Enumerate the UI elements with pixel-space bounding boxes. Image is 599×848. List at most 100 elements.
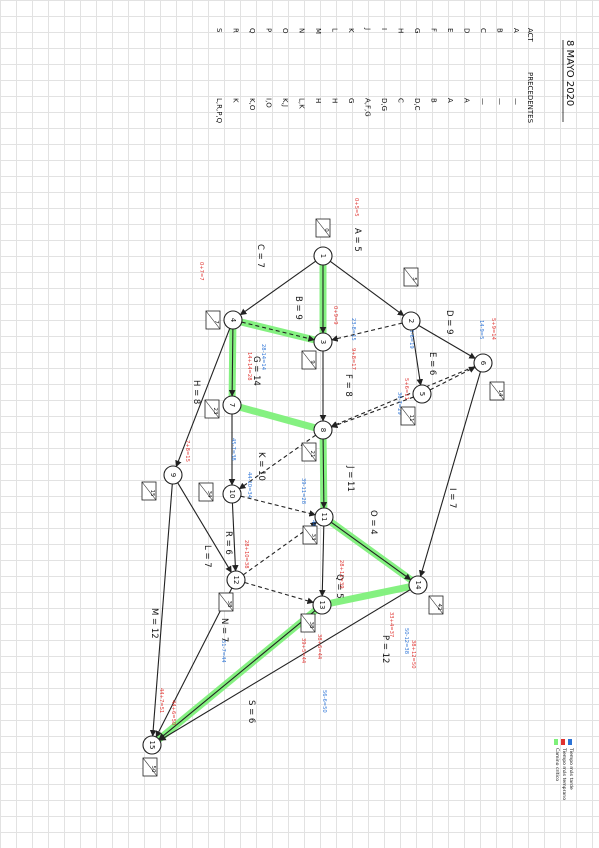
table-row-act: E [446, 28, 454, 32]
earliest-time-note: 5+9=14 [490, 318, 496, 341]
activity-arrow [158, 610, 316, 740]
node-time-value: 7 [213, 320, 219, 324]
node-time-value: 5 [411, 277, 417, 281]
table-row-pred: C [397, 98, 405, 103]
event-node: 39 [301, 332, 333, 370]
event-node: 47 [205, 310, 243, 330]
activity-label: P = 12 [380, 635, 390, 663]
table-row-act: C [479, 28, 487, 33]
table-header-act: ACT [526, 28, 534, 43]
earliest-time-note: 44+6=50 [170, 700, 176, 725]
earliest-time-note: 28+10=38 [243, 540, 249, 569]
activity-arrow [231, 502, 239, 572]
node-id: 15 [148, 741, 156, 750]
earliest-time-note: 38+6=44 [316, 634, 322, 660]
node-circle [412, 384, 432, 404]
table-row-pred: G [347, 98, 355, 103]
node-id: 5 [418, 392, 426, 396]
node-time-value: 11 [408, 415, 414, 422]
node-time-value: 21 [309, 451, 315, 458]
node-time-value: 50 [150, 766, 156, 773]
node-time-value: 42 [436, 604, 442, 611]
table-row-act: G [413, 28, 421, 33]
node-id: 2 [407, 319, 415, 323]
event-node: 7 23 [204, 395, 242, 419]
table-row-act: L [331, 28, 339, 32]
activity-arrow [320, 438, 328, 509]
table-header-pred: PRECEDENTES [526, 72, 534, 124]
event-node: 614 [473, 353, 505, 401]
node-id: 8 [319, 428, 327, 432]
node-circle [163, 465, 183, 485]
dummy-arrow [331, 322, 403, 342]
node-time-value: 38 [226, 601, 232, 608]
event-node: 5 11 [400, 384, 432, 426]
activity-label: Q = 5 [334, 574, 344, 599]
node-box-divider [218, 592, 234, 612]
node-box-divider [315, 218, 331, 238]
table-row-pred: K [232, 98, 240, 103]
activity-arrow [330, 521, 412, 581]
table-row-act: A [512, 28, 520, 33]
earliest-time-note: 5+6=11 [403, 378, 409, 400]
dummy-arrow [241, 321, 315, 342]
latest-time-note: 51-7=44 [220, 640, 226, 663]
activity-label: K = 10 [256, 452, 266, 481]
activity-label: E = 6 [427, 352, 437, 375]
time-calculations: 0+5=50+7=70+9=95+9=145+6=119+8=1714+14=2… [158, 198, 496, 725]
latest-time-note: 25-6=19 [408, 326, 414, 349]
node-id: 7 [228, 403, 236, 407]
date-title: 8 MAYO 2020 [564, 40, 575, 106]
table-row-pred: A [463, 98, 471, 103]
latest-time-note: 28-14=14 [260, 344, 266, 371]
legend-swatch [568, 739, 572, 745]
event-node: 9 15 [141, 465, 183, 501]
activity-arrow [419, 371, 481, 577]
activity-label: I = 7 [447, 488, 457, 508]
activity-label: A = 5 [352, 228, 362, 252]
latest-time-note: 56-6=50 [321, 690, 327, 713]
table-row-act: K [347, 28, 355, 33]
activity-arrow [175, 328, 231, 468]
node-id: 11 [320, 513, 328, 522]
node-box-divider [141, 481, 157, 501]
activity-label: D = 9 [444, 310, 454, 334]
node-circle [312, 595, 332, 615]
node-time-value: 23 [212, 408, 218, 415]
node-id: 12 [232, 576, 240, 585]
node-id: 9 [169, 473, 177, 477]
node-circle [313, 246, 333, 266]
activity-label: O = 4 [368, 510, 378, 535]
node-time-value: 15 [149, 490, 155, 497]
earliest-time-note: 39+5=44 [300, 638, 306, 664]
node-box-divider [142, 757, 158, 777]
node-id: 4 [229, 318, 237, 323]
dummy-arrow [429, 366, 476, 391]
activity-arrow [159, 589, 411, 741]
precedence-table: ACTPRECEDENTESA—B—C—DAEAFBGD,CHCID,GJA,F… [215, 27, 534, 124]
node-box-divider [198, 482, 214, 502]
legend-swatch [554, 739, 558, 745]
table-row-act: Q [248, 28, 256, 34]
earliest-time-note: 0+7=7 [198, 262, 204, 281]
activity-arrow [239, 260, 316, 316]
node-box-divider [400, 406, 416, 426]
table-row-pred: — [479, 98, 487, 105]
activity-arrow [329, 260, 405, 317]
earliest-time-note: 28+11=39 [338, 560, 344, 589]
node-box-divider [301, 442, 317, 462]
event-node: 12 38 [218, 570, 246, 612]
table-row-pred: D,C [413, 98, 421, 111]
node-time-value: 14 [497, 390, 503, 397]
node-time-value: 34 [206, 491, 212, 498]
node-box-divider [204, 399, 220, 419]
node-circle [401, 311, 421, 331]
activity-label: R = 6 [223, 531, 233, 555]
node-id: 13 [318, 601, 326, 610]
dummy-arrow [330, 396, 414, 428]
node-time-value: 9 [309, 360, 315, 364]
